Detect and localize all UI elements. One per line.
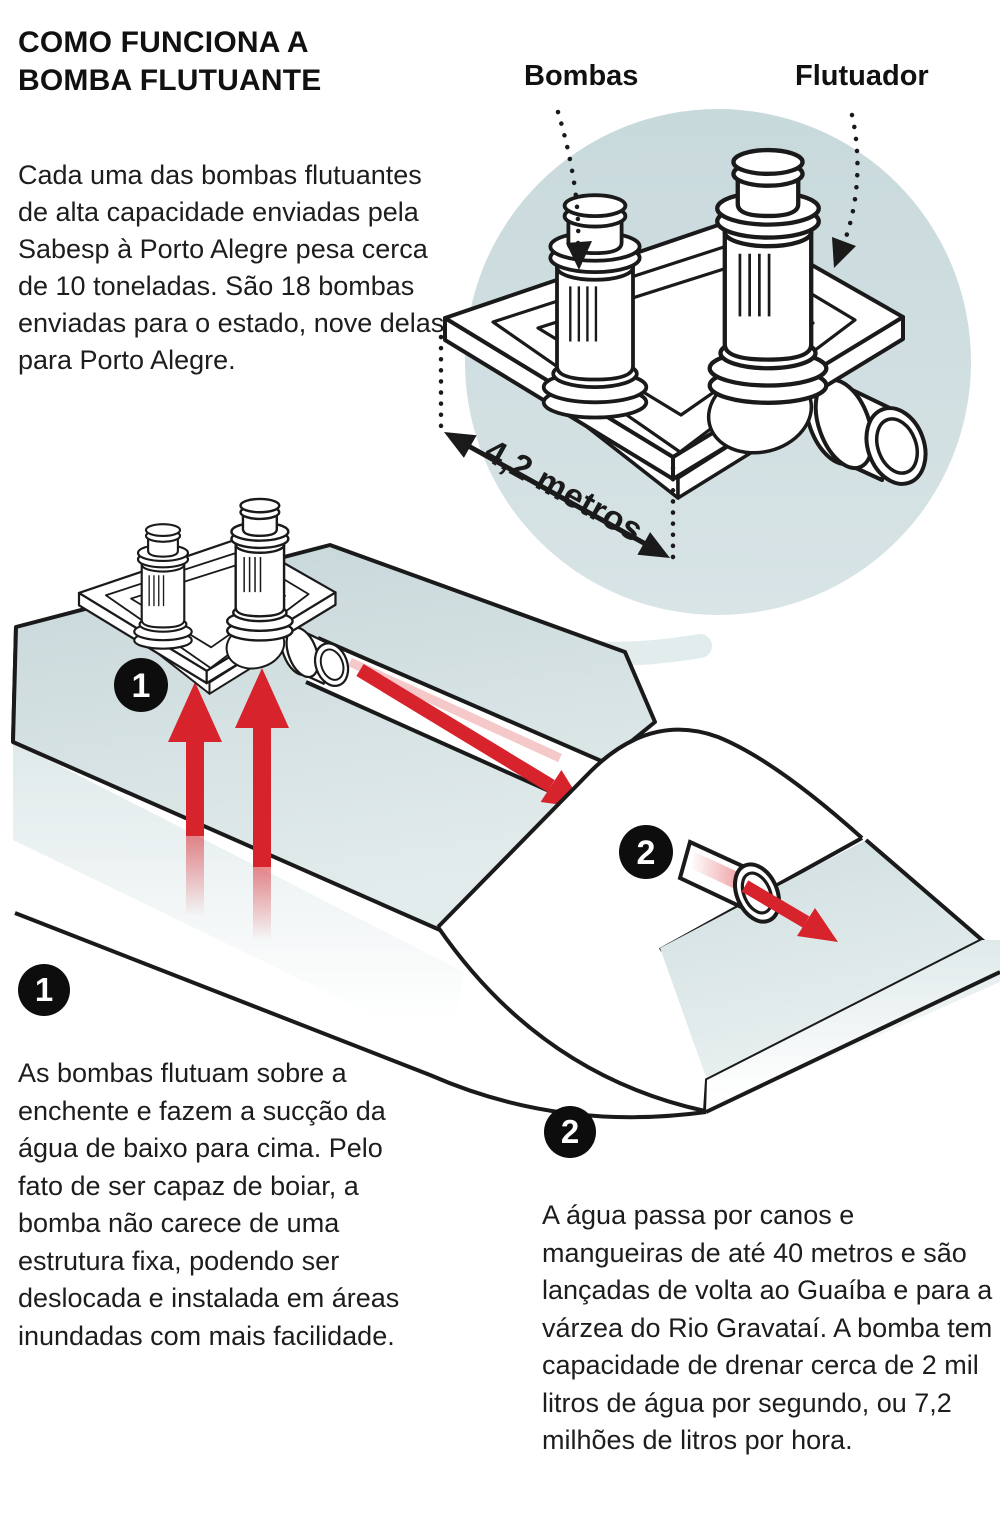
decor-arc — [430, 598, 712, 666]
step-2-number: 2 — [560, 1113, 580, 1150]
water-surface — [11, 543, 657, 932]
manifold-elbow — [706, 369, 814, 455]
suction-arrow-icon — [168, 668, 289, 941]
page-title-line1: COMO FUNCIONA A — [18, 26, 309, 59]
pump-cylinder-left — [541, 193, 649, 420]
pump-detail-illustration: 4,2 metros — [430, 109, 971, 666]
step-1-text: As bombas flutuam sobre a enchente e faz… — [18, 1058, 400, 1351]
label-pumps: Bombas — [524, 60, 639, 92]
scene-badge-1: 1 — [114, 658, 168, 712]
leader-arrow-float-icon — [832, 112, 860, 268]
discharge-arrow-icon — [741, 880, 838, 942]
svg-text:1: 1 — [132, 667, 151, 705]
step-1-badge: 1 — [18, 964, 70, 1016]
pump-cylinder-right — [707, 147, 829, 405]
outlet-pipe — [803, 373, 928, 486]
hose-pipe — [305, 636, 789, 884]
dike-mound — [436, 727, 864, 1113]
discharge-pipe — [677, 839, 781, 924]
dimension-label: 4,2 metros — [478, 432, 650, 550]
step-2-badge: 2 — [544, 1106, 596, 1158]
step-2-text: A água passa por canos e mangueiras de a… — [542, 1200, 993, 1455]
float-platform — [443, 147, 928, 500]
label-float: Flutuador — [795, 60, 929, 92]
flood-scene-illustration: 2 1 — [11, 497, 1000, 1120]
step-1-number: 1 — [34, 971, 54, 1008]
page-title: COMO FUNCIONA A BOMBA FLUTUANTE — [18, 24, 438, 100]
svg-text:2: 2 — [637, 834, 656, 872]
flow-arrow-icon — [356, 664, 585, 808]
scene-badge-2: 2 — [619, 825, 673, 879]
intro-text: Cada uma das bombas flutuantes de alta c… — [18, 160, 445, 375]
circle-background — [465, 109, 971, 615]
page-title-line2: BOMBA FLUTUANTE — [18, 64, 322, 97]
leader-arrow-pumps-icon — [555, 109, 592, 270]
flood-water — [11, 543, 707, 1120]
drainage-water — [660, 838, 1000, 1114]
dimension-arrow-icon — [438, 334, 676, 566]
